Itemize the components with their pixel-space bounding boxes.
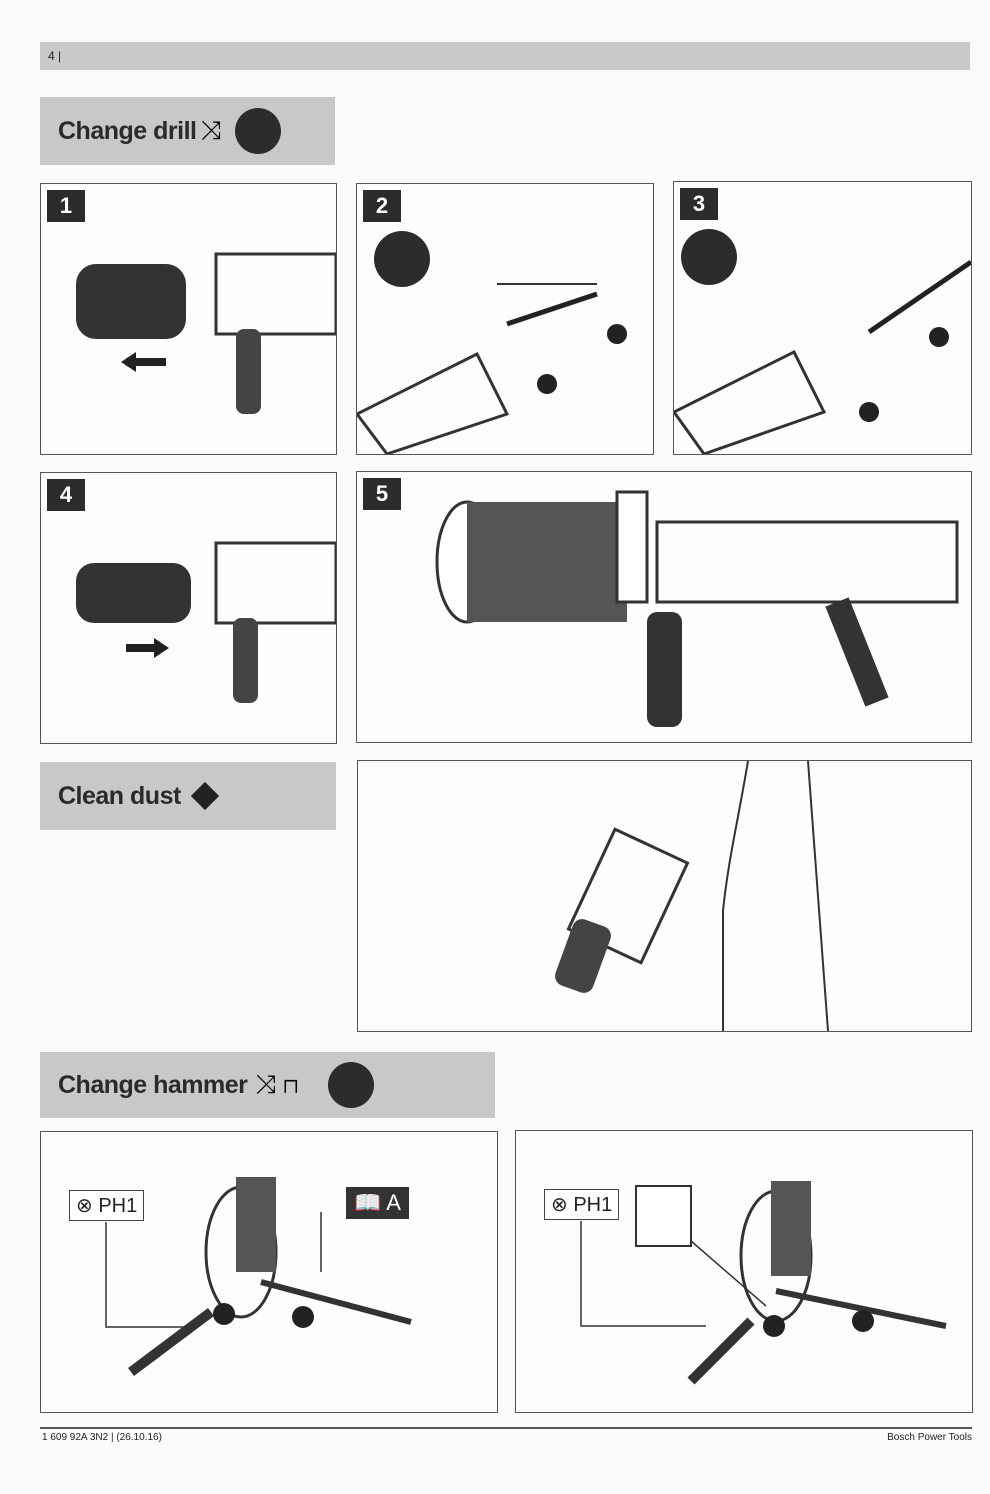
step-3-panel: 3 <box>673 181 972 455</box>
unplug-icon <box>235 108 282 154</box>
step-4-panel: 4 <box>40 472 337 744</box>
screwdriver-ph1-tag: ⊗ PH1 <box>544 1189 620 1220</box>
section-title: Clean dust <box>58 781 181 810</box>
screwdriver-ph1-tag: ⊗ PH1 <box>69 1190 145 1221</box>
manual-ref-label: A <box>386 1190 401 1215</box>
manual-reference-tag: 📖 A <box>346 1187 409 1219</box>
step-number: 4 <box>47 479 85 511</box>
header-bar: 4 | <box>40 42 970 70</box>
footer-brand: Bosch Power Tools <box>887 1432 972 1443</box>
attach-dust-extractor-illustration <box>76 541 336 703</box>
document-id: 1 609 92A 3N2 | (26.10.16) <box>42 1432 162 1443</box>
footer-divider <box>40 1427 972 1429</box>
mode-switch-icon: ⤨ ⊓ <box>255 1069 299 1099</box>
section-title: Change hammer <box>58 1070 248 1099</box>
clean-dust-panel <box>357 760 972 1032</box>
hammer-step-b-panel: ⊗ PH1 <box>515 1130 973 1413</box>
section-change-drill: Change drill ⤨ <box>40 97 335 165</box>
step-1-panel: 1 <box>40 183 337 455</box>
unplug-icon <box>328 1062 375 1108</box>
step-5-panel: 5 <box>356 471 972 743</box>
section-change-hammer: Change hammer ⤨ ⊓ <box>40 1052 495 1118</box>
remove-drill-bit-illustration <box>674 229 971 454</box>
section-title: Change drill <box>58 116 197 145</box>
drill-bit-icon: ⤨ <box>200 115 222 145</box>
emptying-dust-illustration <box>555 761 829 1031</box>
step-number: 2 <box>363 190 401 222</box>
tool-label: PH1 <box>98 1195 138 1217</box>
insert-drill-bit-illustration <box>357 231 627 454</box>
step-number: 3 <box>680 188 718 220</box>
assembled-hammer-drill-illustration <box>435 490 959 727</box>
hammer-step-a-panel: ⊗ PH1 📖 A <box>40 1131 498 1413</box>
remove-dust-extractor-illustration <box>76 252 336 414</box>
reinsert-hammer-illustration <box>580 1181 947 1385</box>
dust-icon <box>190 781 219 811</box>
section-clean-dust: Clean dust <box>40 762 336 830</box>
tool-label: PH1 <box>573 1194 613 1216</box>
page-number: 4 | <box>48 49 62 63</box>
step-2-panel: 2 <box>356 183 654 455</box>
unscrew-cover-illustration <box>105 1177 412 1376</box>
step-number: 5 <box>363 478 401 510</box>
step-number: 1 <box>47 190 85 222</box>
